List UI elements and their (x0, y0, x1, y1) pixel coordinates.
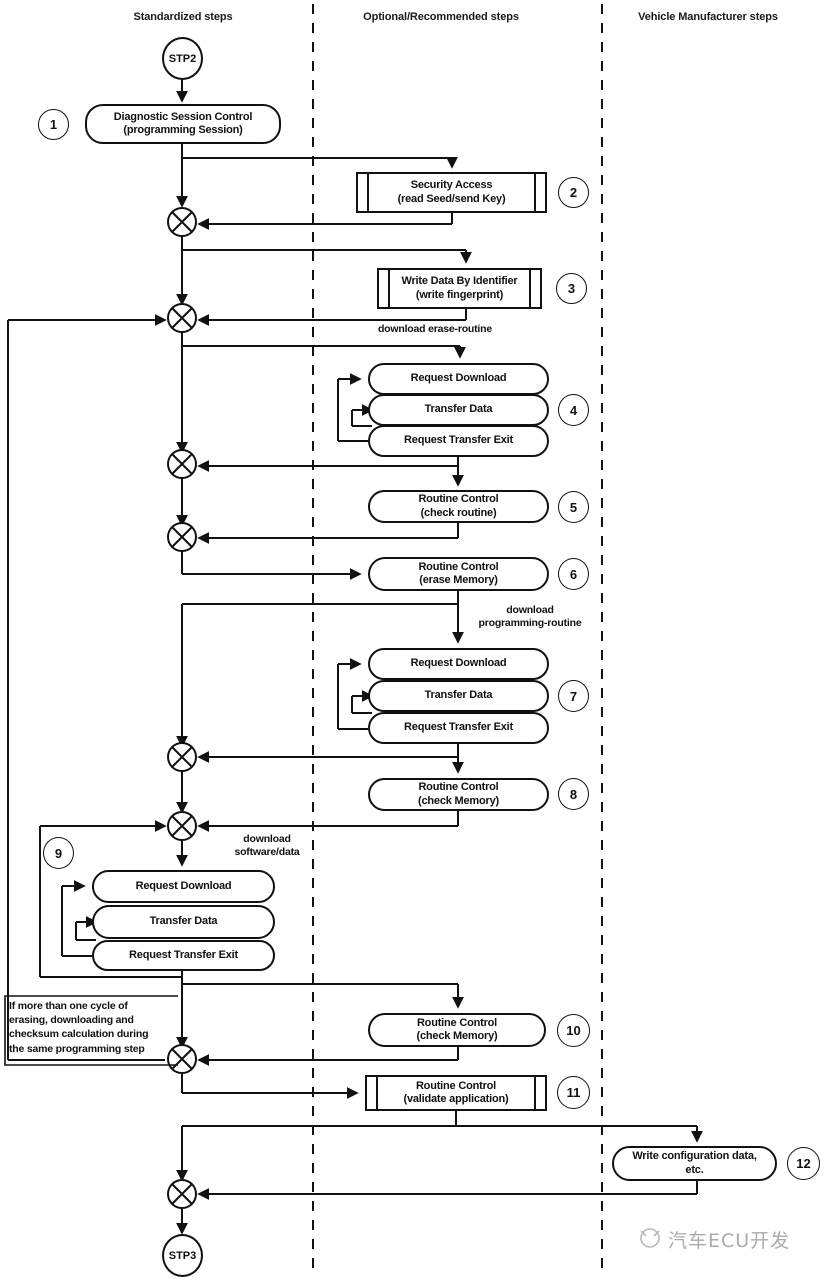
node-label: Request Transfer Exit (129, 948, 238, 961)
node-label: Request Transfer Exit (404, 434, 513, 447)
node-write-data-by-identifier[interactable]: Write Data By Identifier (write fingerpr… (377, 268, 542, 309)
node-label: Routine Control (check Memory) (418, 781, 499, 807)
merge-junction-8 (167, 1179, 197, 1209)
edge-label-download-erase-routine: download erase-routine (377, 323, 493, 335)
node-label: Routine Control (check Memory) (416, 1016, 498, 1042)
node-label: Security Access (read Seed/send Key) (397, 179, 506, 205)
node-label: Routine Control (check routine) (418, 493, 499, 519)
node-label: Write configuration data, etc. (632, 1150, 757, 1176)
node-write-configuration-data[interactable]: Write configuration data, etc. (612, 1146, 777, 1181)
step-badge-4: 4 (558, 394, 589, 426)
node-request-transfer-exit-7[interactable]: Request Transfer Exit (368, 712, 549, 744)
node-label: Request Transfer Exit (404, 721, 513, 734)
node-transfer-data-9[interactable]: Transfer Data (92, 905, 275, 939)
merge-junction-3 (167, 449, 197, 479)
node-transfer-data-7[interactable]: Transfer Data (368, 680, 549, 712)
node-diagnostic-session-control[interactable]: Diagnostic Session Control (programming … (85, 104, 281, 144)
node-label: Transfer Data (424, 689, 493, 702)
node-routine-control-check-routine[interactable]: Routine Control (check routine) (368, 490, 549, 523)
note-multiple-cycles: If more than one cycle of erasing, downl… (9, 1000, 149, 1055)
node-label: Diagnostic Session Control (programming … (113, 110, 253, 136)
lane-header-manufacturer: Vehicle Manufacturer steps (638, 11, 778, 23)
node-routine-control-erase-memory[interactable]: Routine Control (erase Memory) (368, 557, 549, 591)
node-request-download-7[interactable]: Request Download (368, 648, 549, 680)
step-badge-11: 11 (557, 1076, 590, 1109)
merge-junction-4 (167, 522, 197, 552)
node-label: Transfer Data (424, 403, 493, 416)
node-label: Request Download (135, 879, 232, 892)
node-label: Routine Control (validate application) (403, 1079, 509, 1105)
node-routine-control-validate-application[interactable]: Routine Control (validate application) (365, 1075, 547, 1111)
step-badge-3: 3 (556, 273, 587, 304)
step-badge-8: 8 (558, 778, 589, 810)
node-request-transfer-exit-9[interactable]: Request Transfer Exit (92, 940, 275, 971)
step-badge-10: 10 (557, 1014, 590, 1047)
step-badge-7: 7 (558, 680, 589, 712)
watermark-text: 汽车ECU开发 (668, 1230, 791, 1252)
terminal-end-stp3[interactable]: STP3 (162, 1234, 203, 1277)
merge-junction-2 (167, 303, 197, 333)
merge-junction-1 (167, 207, 197, 237)
node-label: Request Download (410, 372, 507, 385)
edge-label-download-software-data: download software/data (234, 833, 300, 859)
node-request-download-9[interactable]: Request Download (92, 870, 275, 903)
merge-junction-6 (167, 811, 197, 841)
node-routine-control-check-memory-10[interactable]: Routine Control (check Memory) (368, 1013, 546, 1047)
note-bracket (4, 995, 178, 1066)
step-badge-1: 1 (38, 109, 69, 140)
lane-header-standardized: Standardized steps (133, 11, 233, 23)
node-label: Request Download (410, 657, 507, 670)
step-badge-2: 2 (558, 177, 589, 208)
node-request-download-4[interactable]: Request Download (368, 363, 549, 395)
terminal-start-stp2[interactable]: STP2 (162, 37, 203, 80)
node-security-access[interactable]: Security Access (read Seed/send Key) (356, 172, 547, 213)
step-badge-5: 5 (558, 491, 589, 523)
step-badge-12: 12 (787, 1147, 820, 1180)
step-badge-9: 9 (43, 837, 74, 869)
node-request-transfer-exit-4[interactable]: Request Transfer Exit (368, 425, 549, 457)
merge-junction-5 (167, 742, 197, 772)
watermark-icon (640, 1228, 660, 1248)
edge-label-download-programming-routine: download programming-routine (478, 604, 582, 630)
node-routine-control-check-memory-8[interactable]: Routine Control (check Memory) (368, 778, 549, 811)
node-label: Routine Control (erase Memory) (418, 560, 499, 586)
step-badge-6: 6 (558, 558, 589, 590)
node-transfer-data-4[interactable]: Transfer Data (368, 394, 549, 426)
lane-header-optional: Optional/Recommended steps (363, 11, 519, 23)
node-label: Transfer Data (149, 915, 218, 928)
node-label: Write Data By Identifier (write fingerpr… (401, 275, 518, 301)
